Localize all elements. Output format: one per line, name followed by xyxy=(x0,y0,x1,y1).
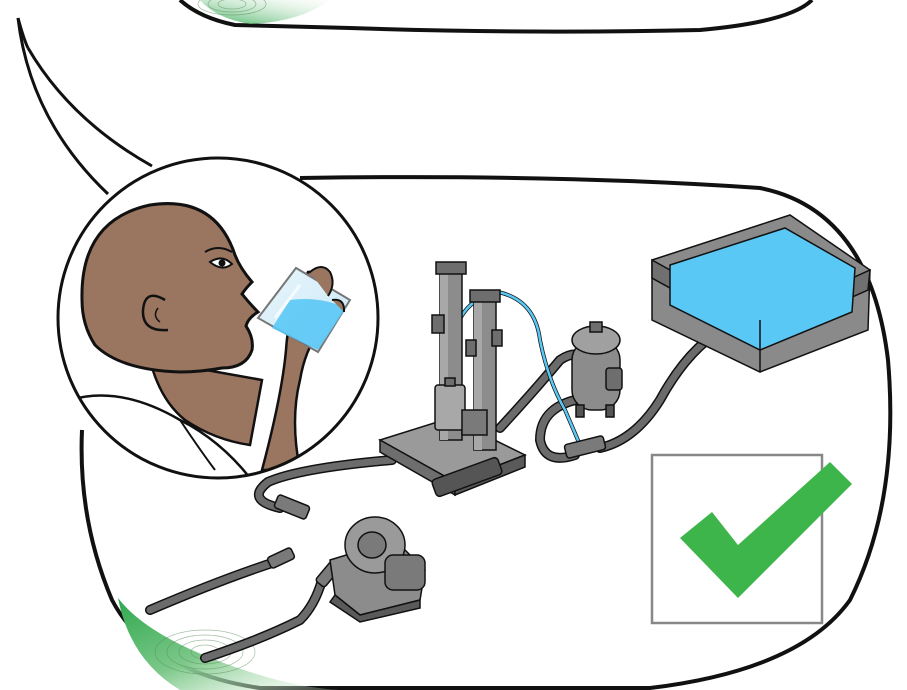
callout-pointer xyxy=(18,18,152,194)
pressure-tank xyxy=(572,322,622,417)
pump xyxy=(330,517,425,622)
person-drinking-callout xyxy=(40,158,378,478)
water-reservoir xyxy=(652,215,870,372)
approval-check-box xyxy=(652,455,852,623)
upper-panel xyxy=(180,0,812,32)
water-treatment-unit xyxy=(380,262,525,497)
